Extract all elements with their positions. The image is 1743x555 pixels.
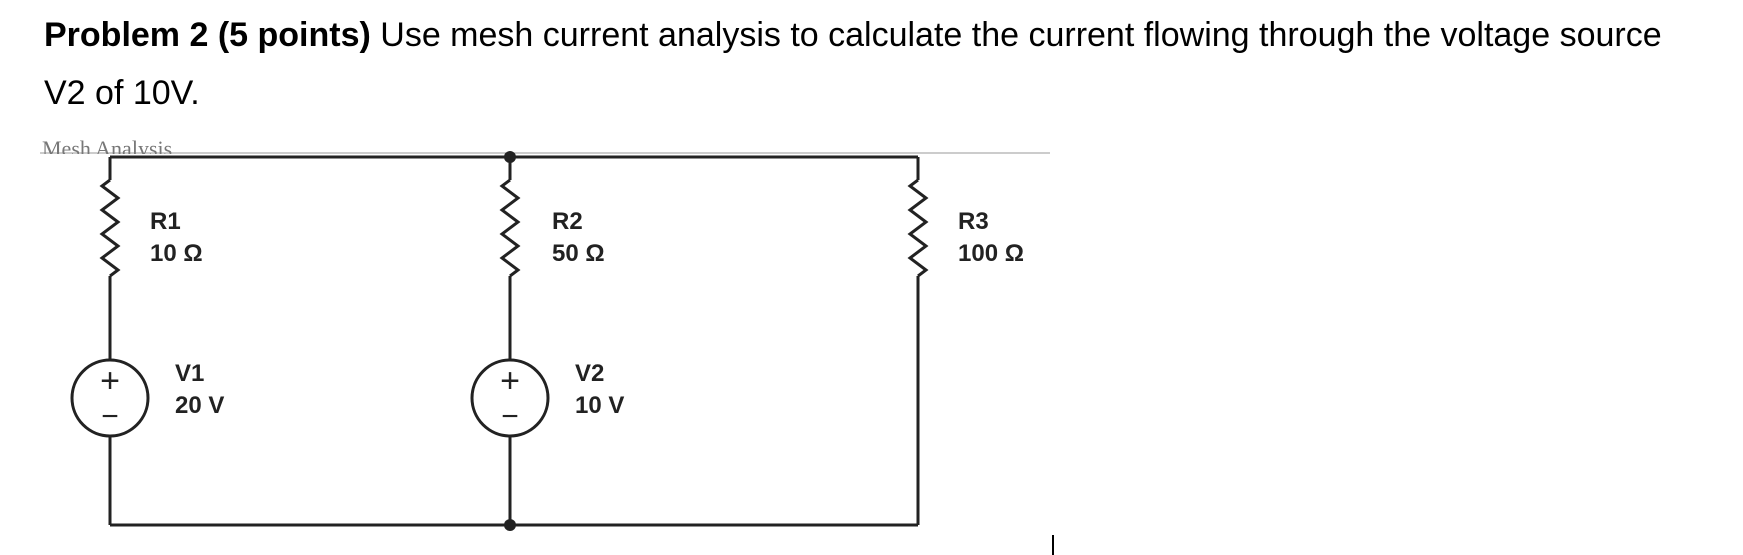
top-node-dot <box>504 151 516 163</box>
right-branch <box>907 157 929 525</box>
r1-value: 10 Ω <box>150 240 203 267</box>
left-branch: + − <box>70 157 150 525</box>
r3-value: 100 Ω <box>958 240 1024 267</box>
circuit-diagram: Mesh Analysis + − R1 10 Ω V1 20 V + − R2… <box>40 136 1050 531</box>
problem-statement: Problem 2 (5 points) Use mesh current an… <box>44 6 1704 122</box>
r1-name: R1 <box>150 208 181 235</box>
r2-name: R2 <box>552 208 583 235</box>
v1-name: V1 <box>175 360 204 387</box>
r3-name: R3 <box>958 208 989 235</box>
bottom-node-dot <box>504 519 516 531</box>
text-cursor <box>1052 535 1054 555</box>
clipped-header-text: Mesh Analysis <box>42 136 172 161</box>
r3-zigzag <box>907 178 929 278</box>
v1-plus: + <box>100 362 120 400</box>
r1-zigzag <box>99 178 121 278</box>
r2-value: 50 Ω <box>552 240 605 267</box>
problem-text: Use mesh current analysis to calculate t… <box>44 16 1662 112</box>
v1-minus: − <box>101 400 119 433</box>
problem-heading: Problem 2 (5 points) <box>44 16 371 54</box>
v2-minus: − <box>501 400 519 433</box>
v1-value: 20 V <box>175 392 224 419</box>
v2-name: V2 <box>575 360 604 387</box>
r2-zigzag <box>499 178 521 278</box>
v2-value: 10 V <box>575 392 624 419</box>
middle-branch: + − <box>470 157 550 525</box>
v2-plus: + <box>500 362 520 400</box>
